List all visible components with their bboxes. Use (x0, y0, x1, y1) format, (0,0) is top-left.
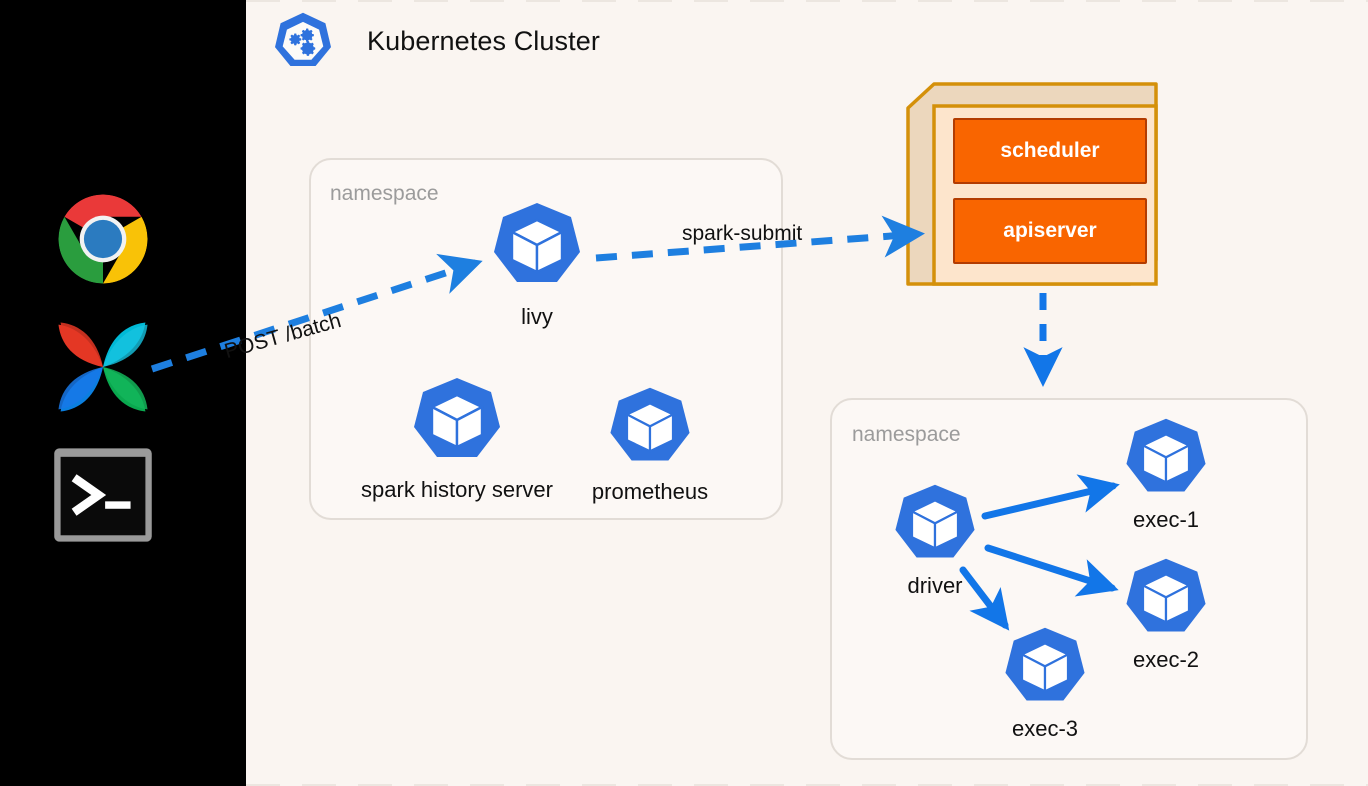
canvas-bottom-edge (246, 784, 1368, 786)
terminal-icon-glyph (54, 448, 152, 542)
namespace-label-left: namespace (330, 182, 439, 205)
pod-cube-icon (1126, 418, 1206, 492)
pod-livy[interactable]: livy (487, 200, 587, 330)
pod-cube-icon (1126, 558, 1206, 632)
pod-cube-icon (895, 484, 975, 558)
pod-label: exec-1 (1132, 507, 1200, 532)
control-plane-apiserver[interactable]: apiserver (953, 198, 1147, 264)
page-title: Kubernetes Cluster (367, 26, 600, 56)
pod-prometheus[interactable]: prometheus (592, 385, 708, 510)
pod-exec-1[interactable]: exec-1 (1120, 416, 1212, 541)
airflow-icon[interactable] (50, 314, 156, 420)
pod-cube-icon (414, 378, 500, 457)
chrome-icon[interactable] (50, 186, 156, 292)
pod-driver[interactable]: driver (889, 482, 981, 607)
desktop-background (0, 0, 246, 786)
pod-cube-icon (1005, 627, 1085, 701)
pod-label: spark history server (361, 477, 553, 502)
control-plane-scheduler[interactable]: scheduler (953, 118, 1147, 184)
pod-label: driver (907, 573, 963, 598)
control-plane-box: scheduler apiserver (906, 82, 1158, 294)
canvas-top-edge (246, 0, 1368, 2)
pod-exec-3[interactable]: exec-3 (999, 625, 1091, 750)
terminal-icon[interactable] (50, 442, 156, 548)
chrome-icon-glyph (58, 194, 148, 284)
pod-spark-history-server[interactable]: spark history server (361, 375, 553, 505)
pod-cube-icon (494, 203, 580, 282)
pod-label: exec-3 (1011, 716, 1079, 741)
airflow-icon-glyph (58, 322, 148, 412)
pod-label: livy (521, 304, 553, 329)
pod-label: exec-2 (1132, 647, 1200, 672)
application-dock (50, 186, 160, 570)
diagram-canvas: Kubernetes Cluster namespace namespace s… (246, 0, 1368, 786)
namespace-label-right: namespace (852, 423, 961, 446)
pod-exec-2[interactable]: exec-2 (1120, 556, 1212, 681)
edge-label-spark-submit: spark-submit (682, 222, 803, 245)
pod-cube-icon (610, 387, 690, 461)
kubernetes-logo (275, 12, 331, 67)
pod-label: prometheus (591, 479, 709, 504)
